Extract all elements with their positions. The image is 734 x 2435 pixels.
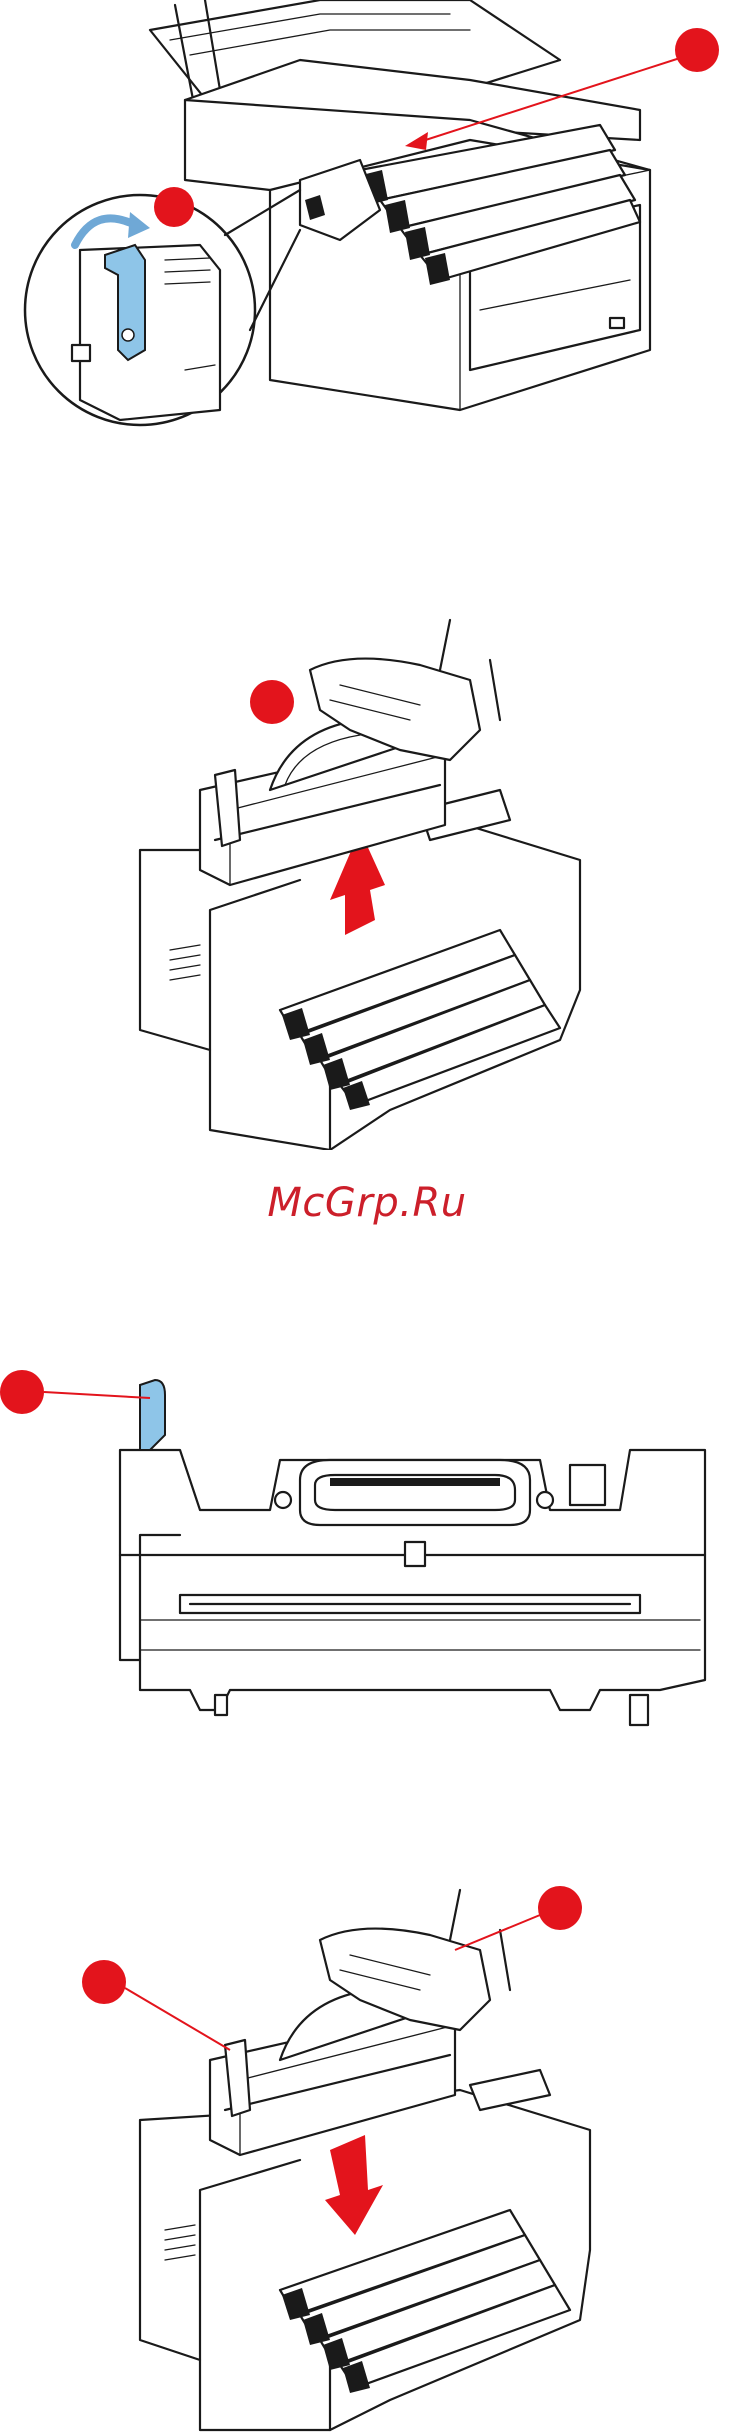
step-open-printer-illustration — [0, 0, 734, 440]
step-lift-fuser-illustration — [0, 610, 734, 1150]
fuser-unit-diagram — [0, 1360, 734, 1760]
step-insert-fuser-illustration — [0, 1870, 734, 2435]
watermark-text: McGrp.Ru — [0, 1180, 734, 1226]
